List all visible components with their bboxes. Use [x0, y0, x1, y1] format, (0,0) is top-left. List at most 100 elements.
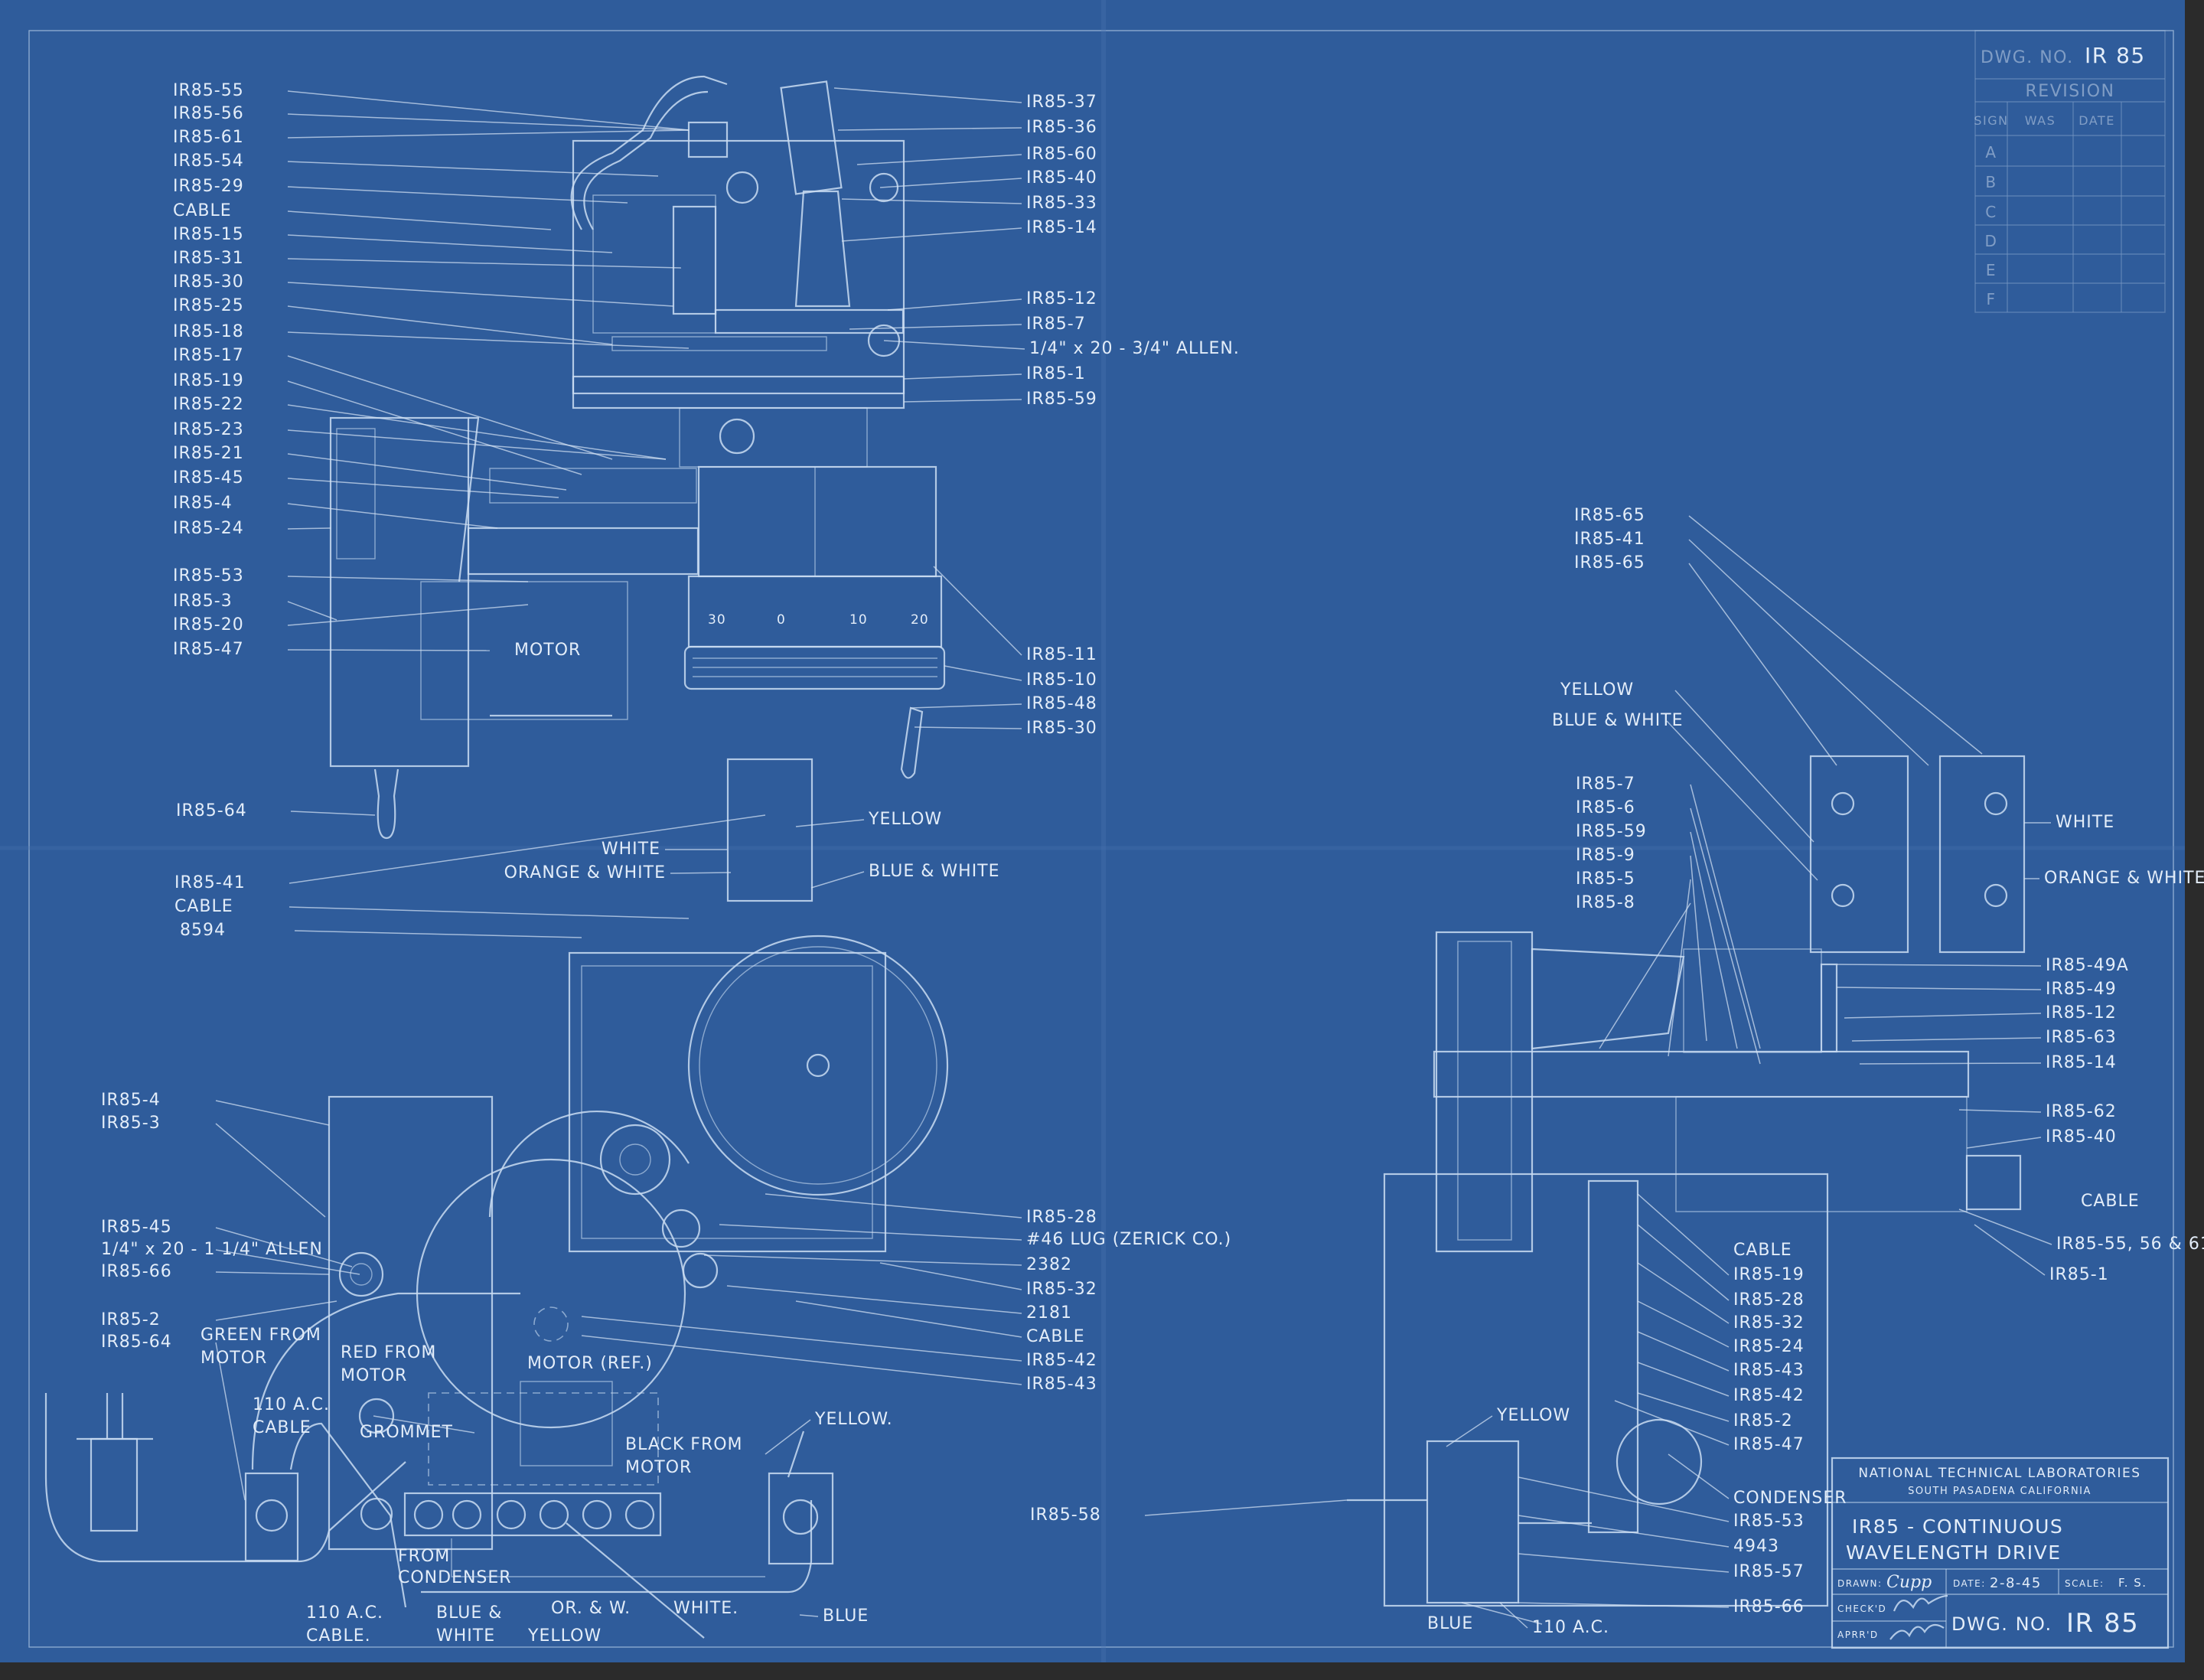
- leader-line: [1637, 1224, 1730, 1301]
- revision-table: DWG. NO.: [1974, 30, 2166, 313]
- part-label: IR85-9: [1576, 846, 1635, 865]
- part-label: 110 A.C.: [1532, 1618, 1609, 1637]
- part-label: BLACK FROM: [625, 1435, 743, 1454]
- part-label: IR85-32: [1026, 1280, 1097, 1299]
- part-label: IR85-30: [1026, 719, 1097, 738]
- leader-line: [287, 429, 667, 460]
- part-label: IR85-17: [173, 346, 244, 365]
- part-label: IR85-45: [101, 1218, 172, 1237]
- part-label: IR85-63: [2046, 1028, 2117, 1047]
- part-label: IR85-2: [1733, 1411, 1793, 1430]
- leader-line: [1637, 1193, 1730, 1276]
- part-label: IR85-41: [1574, 530, 1645, 549]
- front-view-drawing: [44, 758, 949, 1639]
- leader-line: [581, 1316, 1022, 1362]
- part-label: IR85-19: [1733, 1265, 1805, 1284]
- leader-line: [1836, 987, 2042, 990]
- part-label: WHITE.: [673, 1599, 738, 1618]
- part-label: IR85-55: [173, 81, 244, 100]
- part-label: IR85-41: [174, 873, 246, 892]
- part-label: IR85-59: [1026, 390, 1097, 409]
- drawn-by: Cupp: [1886, 1573, 1932, 1592]
- leader-line: [215, 1227, 353, 1267]
- part-label: IR85-37: [1026, 93, 1097, 112]
- dial-tick: 20: [911, 612, 929, 628]
- revision-row: F: [1986, 290, 1996, 308]
- leader-line: [849, 324, 1022, 330]
- leader-line: [1499, 1602, 1528, 1629]
- leader-line: [1446, 1415, 1493, 1447]
- part-label: CABLE: [1733, 1241, 1792, 1260]
- leader-line: [1836, 964, 2042, 967]
- leader-line: [833, 87, 1022, 103]
- part-label: IR85-12: [1026, 289, 1097, 308]
- part-label: IR85-10: [1026, 670, 1097, 690]
- part-label: IR85-42: [1733, 1386, 1805, 1405]
- leader-lines: [215, 87, 2052, 1629]
- leader-line: [1637, 1362, 1730, 1397]
- part-label: IR85-15: [173, 225, 244, 244]
- part-label: IR85-31: [173, 249, 244, 268]
- part-label: IR85-12: [2046, 1003, 2117, 1023]
- leader-line: [903, 399, 1022, 403]
- leader-line: [1637, 1300, 1730, 1348]
- sheet-border: [28, 30, 2174, 1648]
- part-label: IR85-45: [173, 468, 244, 488]
- part-label: MOTOR: [341, 1366, 407, 1385]
- leader-line: [287, 649, 491, 651]
- leader-line: [287, 305, 613, 345]
- leader-line: [841, 198, 1022, 204]
- part-label: CONDENSER: [1733, 1489, 1847, 1508]
- leader-line: [1674, 690, 1814, 843]
- drawn-label: DRAWN:: [1837, 1578, 1883, 1589]
- part-label: CONDENSER: [398, 1568, 512, 1587]
- part-label: 1/4" x 20 - 3/4" ALLEN.: [1029, 339, 1240, 358]
- part-label: IR85-24: [173, 519, 244, 538]
- part-label: IR85-40: [2046, 1127, 2117, 1147]
- part-label: IR85-53: [173, 566, 244, 586]
- part-label: YELLOW: [1560, 680, 1634, 700]
- part-label: IR85-24: [1733, 1337, 1805, 1356]
- part-label: IR85-3: [101, 1114, 161, 1133]
- part-label: IR85-21: [173, 444, 244, 463]
- part-label: IR85-20: [173, 615, 244, 634]
- leader-line: [1690, 784, 1761, 1049]
- motor-housing: [329, 416, 470, 768]
- part-label: CABLE.: [306, 1626, 371, 1646]
- part-label: YELLOW: [527, 1626, 602, 1646]
- part-label: IR85-42: [1026, 1351, 1097, 1370]
- leader-line: [887, 298, 1022, 311]
- leader-line: [215, 1300, 337, 1321]
- revision-row: A: [1985, 143, 1997, 161]
- part-label: IR85-18: [173, 322, 244, 341]
- leader-line: [810, 871, 865, 889]
- leader-line: [765, 1193, 1022, 1218]
- part-label: CABLE: [2081, 1192, 2140, 1211]
- part-label: GREEN FROM: [201, 1326, 321, 1345]
- part-label: IR85-4: [101, 1091, 161, 1110]
- knurled-drum: [683, 645, 946, 690]
- part-label: IR85-47: [173, 640, 244, 659]
- scale-label: SCALE:: [2065, 1578, 2105, 1589]
- leader-line: [879, 1262, 1022, 1290]
- leader-line: [1688, 563, 1837, 766]
- part-label: 4943: [1733, 1537, 1779, 1556]
- leader-line: [1688, 515, 1983, 755]
- part-label: 110 A.C.: [253, 1395, 330, 1414]
- part-label: IR85-56: [173, 104, 244, 123]
- part-label: IR85-66: [1733, 1597, 1805, 1616]
- leader-line: [903, 374, 1022, 380]
- part-label: GROMMET: [360, 1423, 453, 1442]
- leader-line: [215, 1100, 330, 1126]
- dial-tick: 30: [708, 612, 726, 628]
- leader-line: [795, 1300, 1022, 1338]
- checked-label: CHECK'D: [1837, 1603, 1886, 1614]
- leader-line: [1144, 1499, 1348, 1516]
- leader-line: [1690, 855, 1707, 1042]
- leader-line: [1966, 1137, 2042, 1149]
- leader-line: [1518, 1602, 1730, 1608]
- leader-line: [287, 601, 337, 621]
- title-block: NATIONAL TECHNICAL LABORATORIES SOUTH PA…: [1831, 1457, 2170, 1649]
- part-label: ORANGE & WHITE: [2044, 869, 2204, 888]
